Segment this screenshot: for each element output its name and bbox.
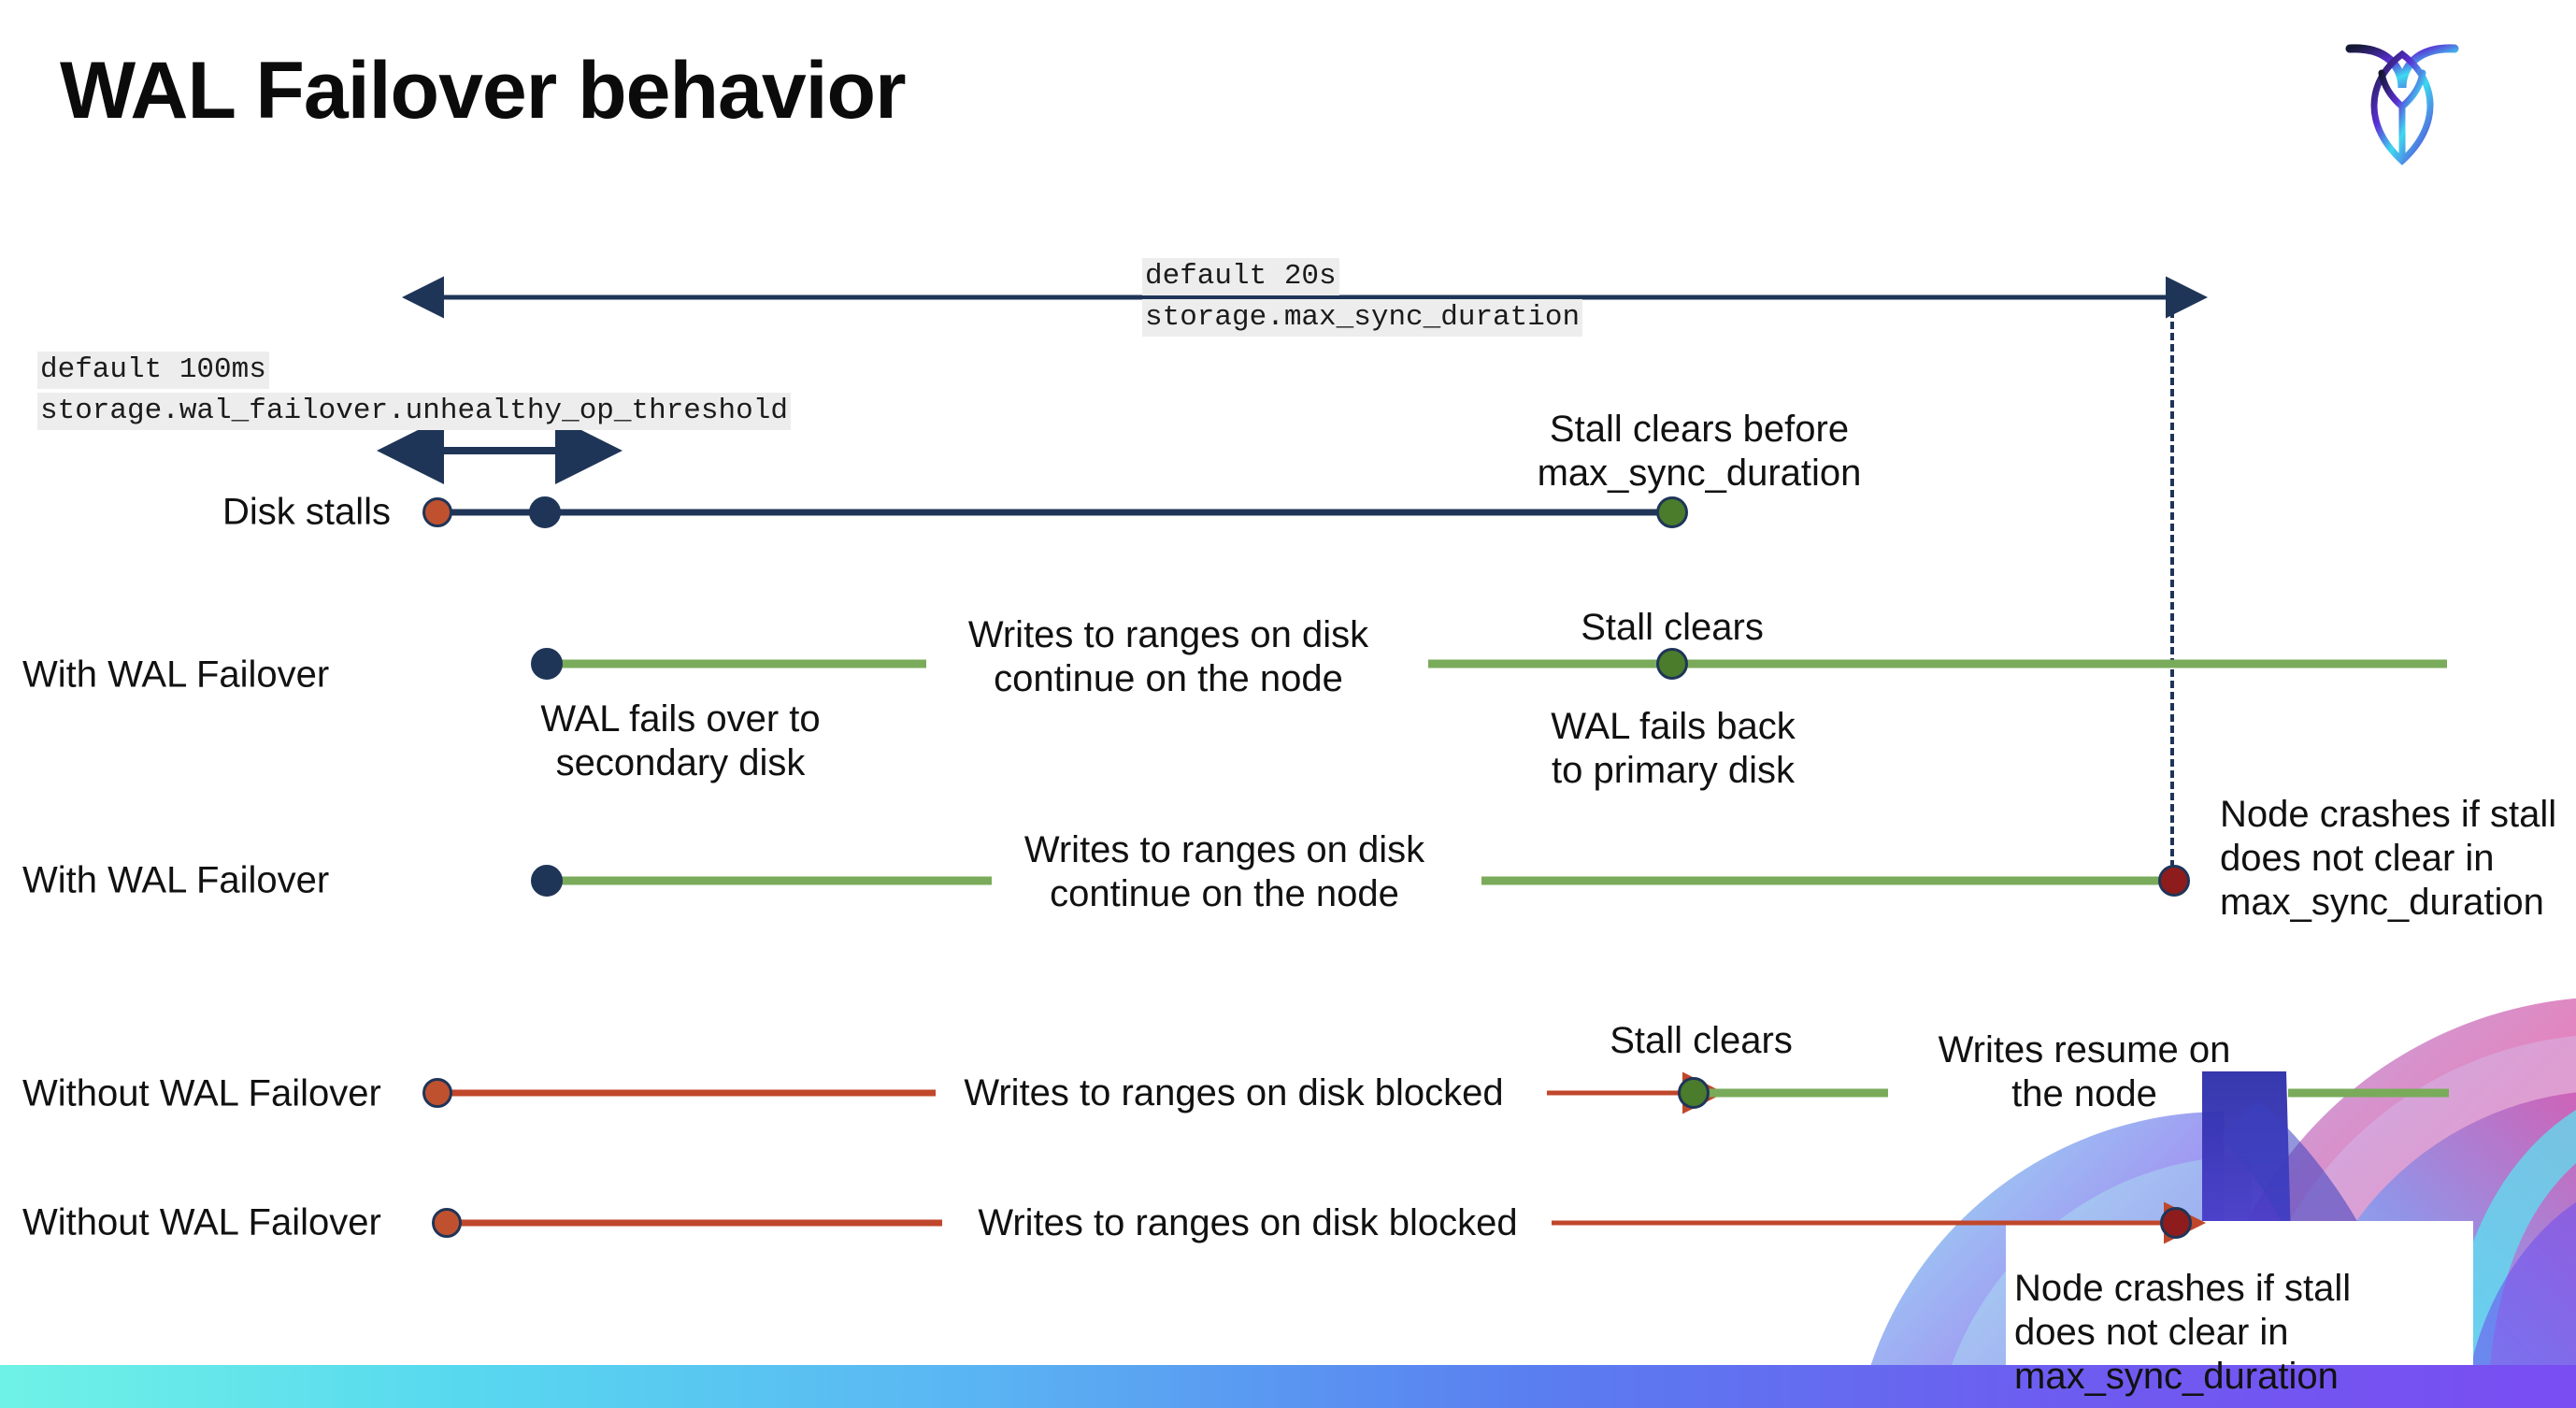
note-node-crashes-2: Node crashes if stall does not clear in …: [2014, 1268, 2352, 1398]
row-label-with-wal-failover-2: With WAL Failover: [22, 859, 330, 901]
unhealthy-default-label: default 100ms: [37, 352, 269, 389]
note-writes-continue-1: Writes to ranges on disk continue on the…: [967, 614, 1369, 700]
wal-failover-crash-dot: [2158, 865, 2190, 897]
note-node-crashes-1: Node crashes if stall does not clear in …: [2220, 794, 2557, 924]
disk-stall-start-dot: [422, 497, 452, 527]
unhealthy-setting-label: storage.wal_failover.unhealthy_op_thresh…: [37, 393, 791, 430]
without-wal-resume-line-1b: [2288, 1088, 2449, 1098]
disk-stall-line: [437, 509, 1671, 516]
wal-failover-crash-line-right: [1481, 876, 2173, 885]
wal-failover-line-left: [545, 659, 926, 668]
wal-failover-crash-start-dot: [531, 865, 563, 897]
cockroachdb-logo-icon: [2340, 30, 2464, 170]
row-label-disk-stalls: Disk stalls: [222, 491, 392, 533]
wal-failover-line-right: [1428, 659, 2447, 668]
max-sync-dropline: [2170, 299, 2174, 879]
wal-failover-clear-dot: [1656, 648, 1688, 680]
note-wal-fails-over: WAL fails over to secondary disk: [540, 698, 821, 784]
note-writes-resume: Writes resume on the node: [1938, 1029, 2231, 1115]
wal-failover-start-dot: [531, 648, 563, 680]
note-writes-continue-2: Writes to ranges on disk continue on the…: [1023, 829, 1425, 915]
without-wal-resume-line-1: [1692, 1088, 1888, 1098]
note-stall-clears-before: Stall clears before max_sync_duration: [1537, 409, 1862, 495]
max-sync-default-label: default 20s: [1142, 258, 1339, 295]
disk-stall-failover-dot: [529, 496, 561, 528]
without-wal-stall-start-dot-1: [422, 1078, 452, 1108]
without-wal-stall-start-dot-2: [432, 1208, 462, 1238]
note-writes-blocked-1: Writes to ranges on disk blocked: [964, 1072, 1504, 1113]
disk-stall-clear-dot: [1656, 496, 1688, 528]
bottom-gradient-bar: [0, 1365, 2576, 1408]
row-label-without-wal-failover-2: Without WAL Failover: [22, 1201, 381, 1243]
note-stall-clears-2: Stall clears: [1610, 1020, 1793, 1061]
note-wal-fails-back: WAL fails back to primary disk: [1551, 706, 1796, 792]
without-wal-blocked-line-2: [447, 1219, 942, 1227]
note-writes-blocked-2: Writes to ranges on disk blocked: [978, 1202, 1518, 1243]
row-label-with-wal-failover-1: With WAL Failover: [22, 654, 330, 696]
wal-failover-crash-line-left: [545, 876, 992, 885]
page-title: WAL Failover behavior: [60, 46, 907, 136]
without-wal-crash-dot: [2160, 1207, 2192, 1239]
note-stall-clears-1: Stall clears: [1581, 607, 1764, 648]
row-label-without-wal-failover-1: Without WAL Failover: [22, 1072, 381, 1114]
without-wal-blocked-line-1: [437, 1089, 936, 1097]
without-wal-stall-clear-dot-1: [1678, 1077, 1710, 1109]
max-sync-setting-label: storage.max_sync_duration: [1142, 299, 1583, 337]
